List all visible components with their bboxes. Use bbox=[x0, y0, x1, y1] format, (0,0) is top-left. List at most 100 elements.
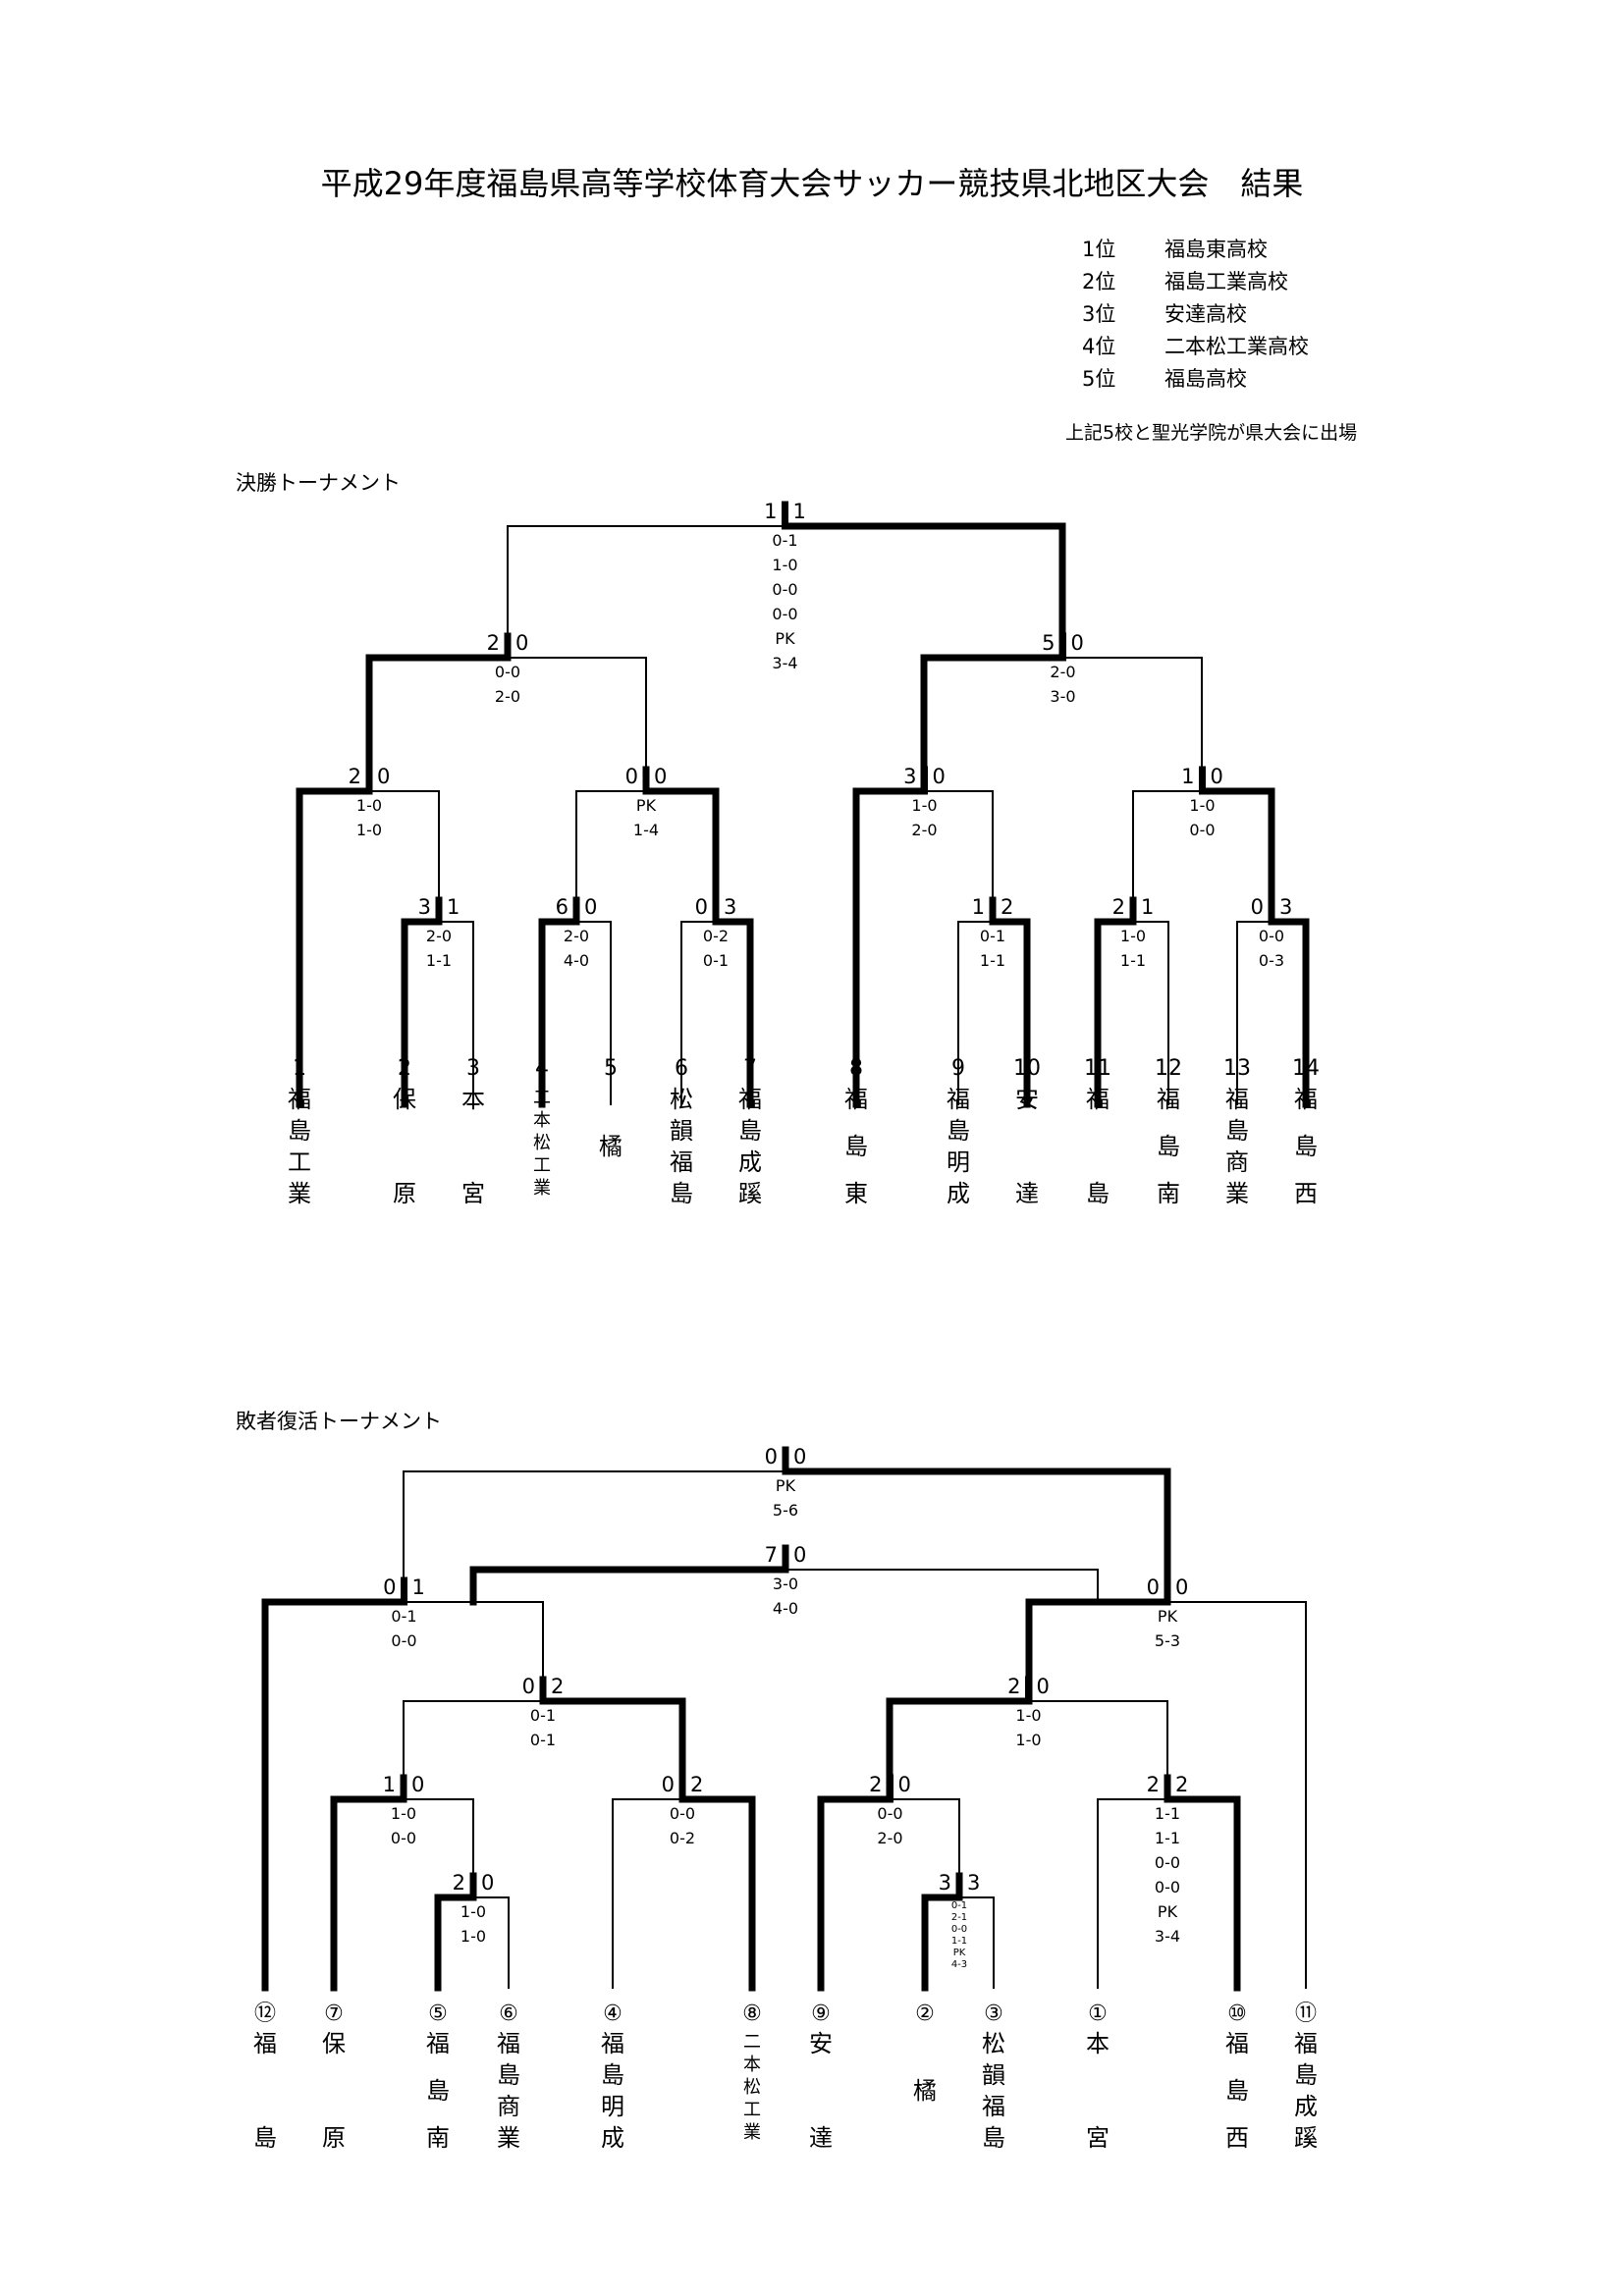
team-name-char: 福 bbox=[1225, 1086, 1249, 1113]
match-detail: 1-1 bbox=[426, 951, 452, 970]
team-name-char: 島 bbox=[738, 1117, 762, 1145]
team-number: 10 bbox=[1013, 1056, 1041, 1081]
match-score-left: 1 bbox=[383, 1773, 396, 1796]
team-number: ⑧ bbox=[742, 2002, 762, 2026]
team-name-char: 福 bbox=[982, 2093, 1005, 2120]
match-score-right: 0 bbox=[411, 1773, 424, 1796]
match-score-right: 2 bbox=[690, 1773, 703, 1796]
match-score-right: 0 bbox=[898, 1773, 911, 1796]
team-name-char: 明 bbox=[947, 1148, 970, 1176]
team-name-char: 業 bbox=[533, 1178, 551, 1199]
team-name-char: 達 bbox=[809, 2124, 833, 2152]
team-name-char: 島 bbox=[1294, 2061, 1318, 2089]
team-name-char: 島 bbox=[288, 1117, 311, 1145]
match-detail: PK bbox=[953, 1948, 966, 1958]
team-name-char: 福 bbox=[738, 1086, 762, 1113]
team-name-char: 蹊 bbox=[1294, 2124, 1318, 2152]
match-detail: 0-0 bbox=[772, 580, 797, 599]
ranking-team: 二本松工業高校 bbox=[1164, 335, 1309, 358]
match-detail: 1-4 bbox=[633, 821, 659, 839]
team-number: 7 bbox=[743, 1056, 757, 1081]
team-number: ⑤ bbox=[428, 2002, 448, 2026]
match-score-right: 0 bbox=[793, 1543, 806, 1567]
team-number: ⑥ bbox=[499, 2002, 518, 2026]
match-detail: 0-1 bbox=[391, 1607, 416, 1626]
team-name-char: 島 bbox=[426, 2077, 450, 2105]
match-score-right: 0 bbox=[377, 765, 390, 788]
match-score-right: 0 bbox=[1211, 765, 1223, 788]
team-number: ⑫ bbox=[254, 2002, 276, 2026]
team-name-char: 西 bbox=[1294, 1180, 1318, 1207]
match-score-left: 3 bbox=[903, 765, 916, 788]
ranking-team: 福島高校 bbox=[1164, 367, 1247, 391]
team-number: 14 bbox=[1292, 1056, 1320, 1081]
match-detail: 1-0 bbox=[772, 556, 797, 574]
match-detail: 2-0 bbox=[1050, 663, 1075, 681]
match-detail: PK bbox=[776, 1476, 796, 1495]
match-detail: 0-1 bbox=[980, 927, 1005, 945]
match-score-left: 0 bbox=[625, 765, 638, 788]
ranking-team: 福島東高校 bbox=[1164, 238, 1268, 261]
match-detail: 4-3 bbox=[951, 1959, 967, 1970]
match-score-left: 0 bbox=[383, 1575, 396, 1599]
team-name-char: 商 bbox=[497, 2093, 520, 2120]
match-score-right: 0 bbox=[933, 765, 946, 788]
team-number: 12 bbox=[1155, 1056, 1182, 1081]
team-name-char: 原 bbox=[393, 1180, 416, 1207]
match-score-left: 1 bbox=[1181, 765, 1194, 788]
match-score-left: 2 bbox=[1007, 1675, 1020, 1698]
ranking-row: 5位福島高校 bbox=[1082, 363, 1309, 396]
team-name-char: 島 bbox=[1225, 1117, 1249, 1145]
ranking-team: 福島工業高校 bbox=[1164, 270, 1288, 294]
team-name-char: 福 bbox=[1157, 1086, 1180, 1113]
team-name-char: 安 bbox=[1015, 1086, 1039, 1113]
team-number: 3 bbox=[466, 1056, 480, 1081]
team-name-char: 宮 bbox=[1086, 2124, 1110, 2152]
match-detail: 0-0 bbox=[877, 1804, 902, 1823]
match-score-left: 3 bbox=[418, 895, 431, 919]
match-score-left: 1 bbox=[764, 500, 777, 523]
team-name-char: 韻 bbox=[982, 2061, 1005, 2089]
team-number: 9 bbox=[951, 1056, 965, 1081]
team-name-char: 業 bbox=[1225, 1180, 1249, 1207]
match-detail: PK bbox=[1158, 1902, 1178, 1921]
team-name-char: 原 bbox=[322, 2124, 346, 2152]
match-detail: PK bbox=[1158, 1607, 1178, 1626]
match-score-right: 1 bbox=[793, 500, 806, 523]
team-name-char: 業 bbox=[288, 1180, 311, 1207]
team-number: 13 bbox=[1223, 1056, 1251, 1081]
match-score-right: 0 bbox=[793, 1445, 806, 1468]
match-detail: 1-0 bbox=[460, 1927, 486, 1946]
team-name-char: 島 bbox=[947, 1117, 970, 1145]
match-detail: 0-0 bbox=[495, 663, 520, 681]
team-name-char: 福 bbox=[288, 1086, 311, 1113]
match-score-left: 0 bbox=[1251, 895, 1264, 919]
match-detail: 3-4 bbox=[772, 654, 797, 672]
match-score-right: 0 bbox=[654, 765, 667, 788]
match-detail: 1-0 bbox=[1189, 796, 1215, 815]
match-detail: 2-0 bbox=[564, 927, 589, 945]
team-number: 4 bbox=[535, 1056, 549, 1081]
team-name-char: 西 bbox=[1225, 2124, 1249, 2152]
team-name-char: 保 bbox=[393, 1086, 416, 1113]
match-score-right: 0 bbox=[1175, 1575, 1188, 1599]
match-detail: 0-1 bbox=[530, 1731, 556, 1749]
match-detail: 0-0 bbox=[670, 1804, 695, 1823]
match-score-right: 3 bbox=[724, 895, 736, 919]
team-number: ② bbox=[915, 2002, 935, 2026]
match-detail: 1-0 bbox=[1015, 1731, 1041, 1749]
match-score-left: 7 bbox=[765, 1543, 778, 1567]
team-name-char: 二 bbox=[533, 1088, 551, 1108]
ranking-row: 4位二本松工業高校 bbox=[1082, 331, 1309, 363]
team-name-char: 保 bbox=[322, 2030, 346, 2057]
match-score-left: 2 bbox=[487, 631, 500, 655]
match-detail: 1-1 bbox=[1155, 1829, 1180, 1847]
match-score-left: 0 bbox=[1147, 1575, 1160, 1599]
match-score-right: 2 bbox=[551, 1675, 564, 1698]
team-number: ③ bbox=[984, 2002, 1003, 2026]
match-score-left: 2 bbox=[453, 1871, 465, 1895]
match-detail: 4-0 bbox=[773, 1599, 798, 1618]
team-name-char: 工 bbox=[743, 2100, 761, 2120]
match-detail: 1-1 bbox=[1155, 1804, 1180, 1823]
